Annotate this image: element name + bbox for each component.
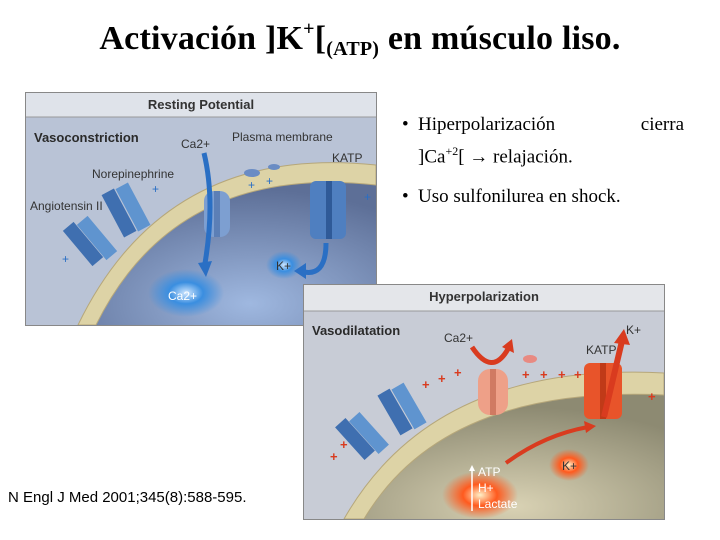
plus-charges: + + + + + + + + + +: [330, 365, 656, 464]
label-lactate: Lactate: [478, 497, 518, 511]
bullet-1-line2-b: [ → relajación.: [458, 146, 573, 168]
bullet-list: • Hiperpolarización cierra ]Ca+2[ → relaj…: [402, 112, 684, 224]
svg-text:+: +: [648, 389, 656, 404]
katp-channel: [310, 181, 346, 239]
label-vasodilatation: Vasodilatation: [312, 323, 401, 338]
bullet-item: • Uso sulfonilurea en shock.: [402, 184, 684, 210]
label-angiotensin: Angiotensin II: [30, 199, 103, 213]
label-k-ion: K+: [276, 259, 292, 273]
label-atp: ATP: [478, 465, 501, 479]
svg-text:+: +: [558, 367, 566, 382]
header-resting-potential: Resting Potential: [147, 97, 255, 112]
svg-text:+: +: [340, 437, 348, 452]
svg-text:+: +: [364, 190, 371, 204]
ca-ion-glow: [148, 269, 224, 317]
svg-text:+: +: [574, 367, 582, 382]
ca-channel-closed: [478, 369, 508, 415]
citation: N Engl J Med 2001;345(8):588-595.: [8, 489, 247, 506]
label-k-ion: K+: [562, 459, 578, 473]
metabolite-glow: [442, 471, 518, 519]
label-k-top: K+: [626, 323, 642, 337]
receptor-angiotensin: [62, 215, 118, 267]
bullet-1-line2-sup: +2: [445, 144, 459, 158]
svg-text:+: +: [62, 252, 69, 266]
label-ca-top: Ca2+: [181, 137, 211, 151]
bullet-marker: •: [402, 186, 409, 208]
label-katp-top: KATP: [332, 151, 363, 165]
title-sub: (ATP): [326, 38, 380, 60]
bullet-item: • Hiperpolarización cierra ]Ca+2[ → relaj…: [402, 112, 684, 170]
label-katp-bottom: KATP: [586, 343, 617, 357]
label-ca-bottom: Ca2+: [168, 289, 198, 303]
figure-hyperpolarization: + + + + + + + + + + Hyperpolarization Va…: [303, 284, 665, 520]
bullet-1-word-a: Hiperpolarización: [418, 114, 556, 135]
hyperpolarization-diagram: + + + + + + + + + +: [304, 285, 664, 519]
svg-text:+: +: [330, 449, 338, 464]
bullet-2-text: Uso sulfonilurea en shock.: [418, 186, 621, 208]
svg-text:+: +: [248, 178, 255, 192]
title-sup: +: [303, 18, 315, 40]
k-ion-glow: [549, 449, 589, 481]
title-rest: en músculo liso.: [379, 20, 621, 57]
slide-title: Activación ]K+[(ATP) en músculo liso.: [0, 18, 720, 61]
svg-text:+: +: [454, 365, 462, 380]
receptor-norepinephrine: [101, 182, 151, 238]
bullet-1-word-b: cierra: [640, 114, 684, 135]
bullet-1-line2-a: ]Ca: [418, 146, 446, 168]
label-ca-top: Ca2+: [444, 331, 474, 345]
title-bracket: [: [314, 20, 327, 57]
receptor-left: [335, 382, 427, 461]
svg-text:+: +: [422, 377, 430, 392]
bullet-marker: •: [402, 114, 409, 135]
svg-text:+: +: [522, 367, 530, 382]
svg-text:+: +: [438, 371, 446, 386]
plus-charges: + + + + +: [62, 174, 371, 266]
header-hyperpolarization: Hyperpolarization: [429, 289, 539, 304]
label-plasma-membrane: Plasma membrane: [232, 130, 333, 144]
svg-text:+: +: [152, 182, 159, 196]
k-ion-glow: [266, 251, 302, 279]
svg-text:+: +: [540, 367, 548, 382]
title-main: Activación ]K: [99, 20, 304, 57]
label-norepinephrine: Norepinephrine: [92, 167, 175, 181]
svg-text:+: +: [266, 174, 273, 188]
label-vasoconstriction: Vasoconstriction: [34, 130, 139, 145]
label-h-ion: H+: [478, 481, 494, 495]
